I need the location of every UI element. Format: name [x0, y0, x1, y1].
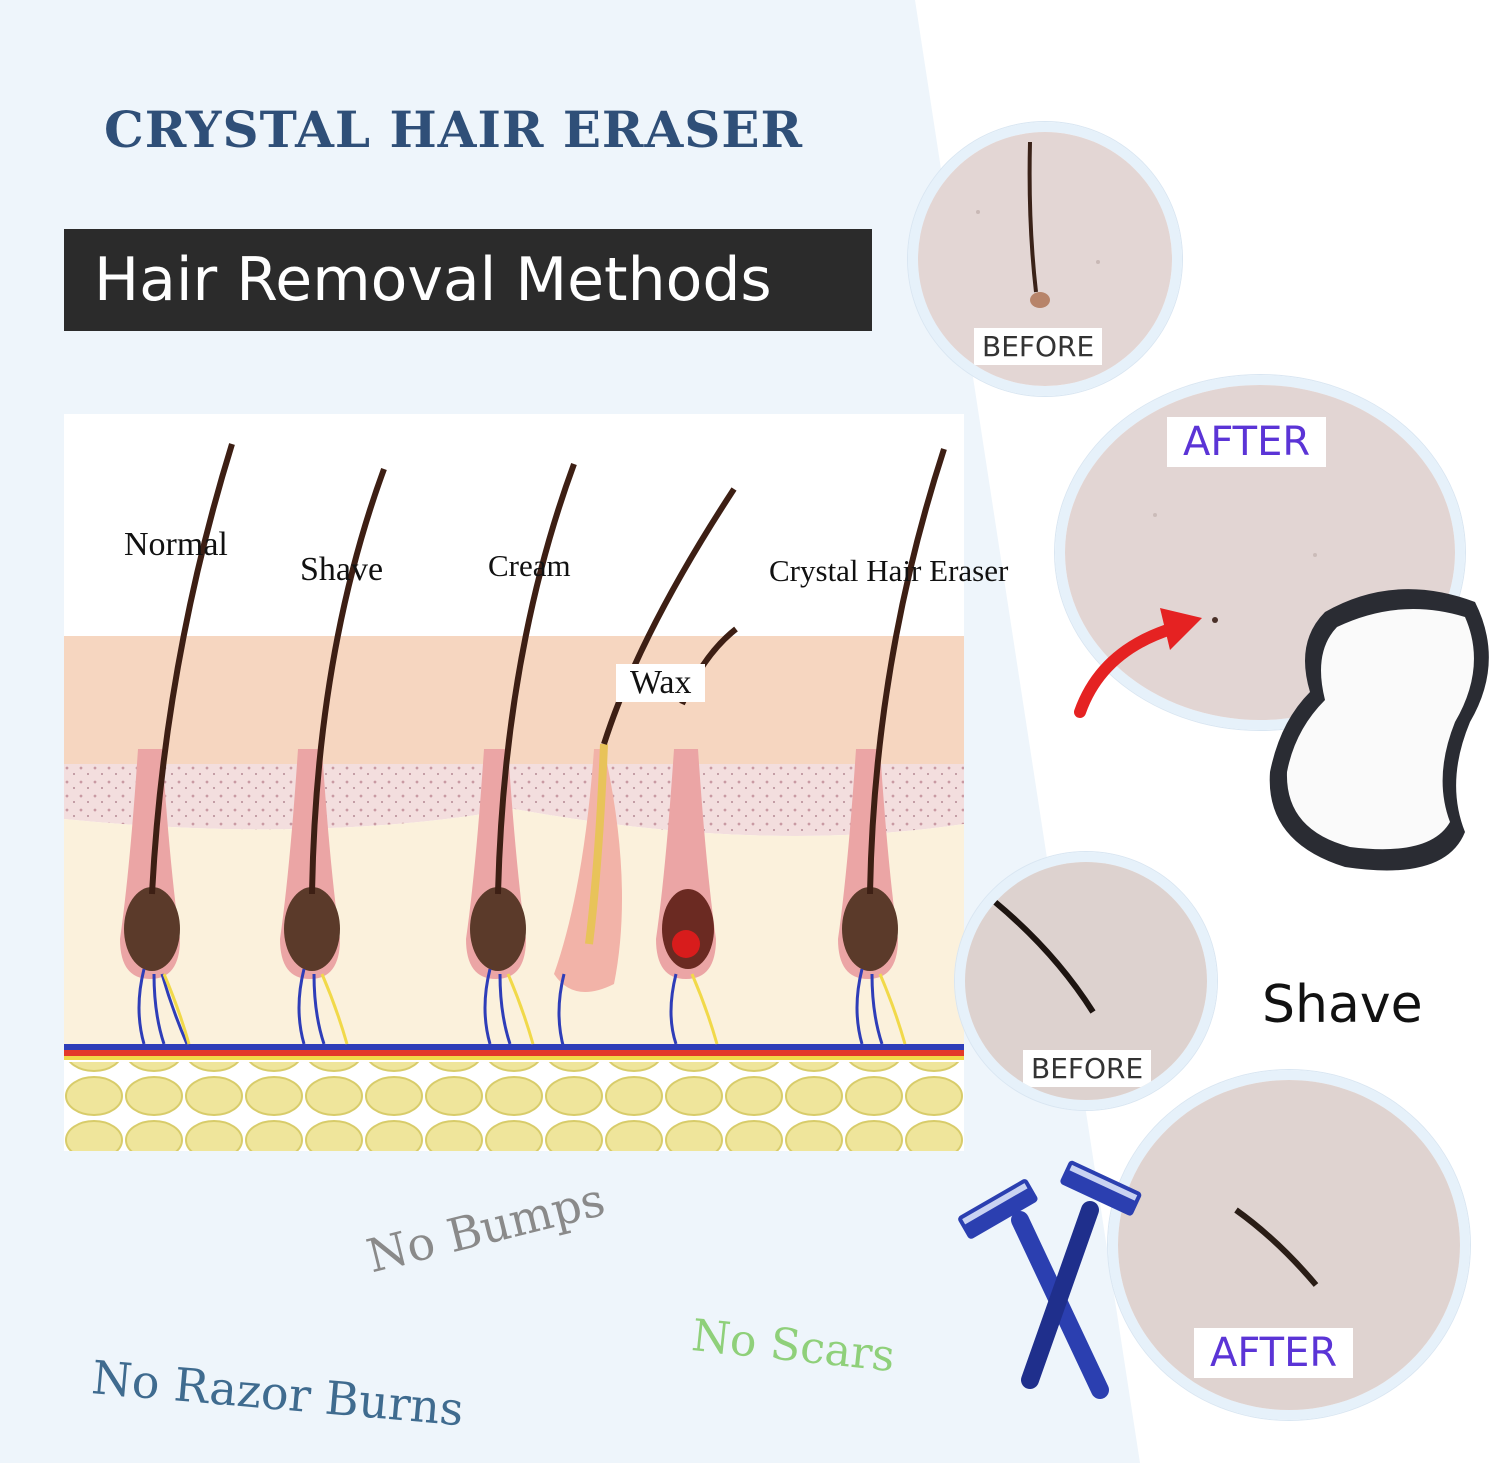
page-title: CRYSTAL HAIR ERASER — [104, 100, 804, 159]
follicle-cream — [466, 462, 577, 1045]
shave-after-photo: AFTER — [1108, 1070, 1470, 1420]
label-cream: Cream — [488, 548, 571, 583]
crystal-eraser-product — [1269, 589, 1489, 871]
skin-layers-illustration — [64, 414, 964, 1151]
follicle-crystal — [838, 448, 947, 1045]
before-tag: BEFORE — [974, 328, 1103, 365]
shave-label: Shave — [1262, 975, 1423, 1035]
shave-before-photo: BEFORE — [955, 852, 1217, 1110]
label-wax: Wax — [616, 664, 706, 702]
label-crystal-hair-eraser: Crystal Hair Eraser — [769, 553, 1009, 588]
label-normal: Normal — [124, 526, 228, 563]
follicle-normal — [120, 443, 235, 1045]
hair-follicle-diagram: Normal Shave Cream Wax Crystal Hair Eras… — [64, 414, 1008, 1151]
razor-icon — [958, 1160, 1142, 1399]
follicle-shave — [280, 467, 387, 1045]
eraser-before-photo: BEFORE — [908, 122, 1182, 396]
after-tag: AFTER — [1167, 417, 1327, 467]
red-arrow-icon — [1074, 608, 1202, 718]
after-tag: AFTER — [1194, 1328, 1354, 1378]
label-shave: Shave — [300, 551, 384, 588]
follicle-wax — [554, 487, 738, 1050]
section-banner: Hair Removal Methods — [64, 229, 872, 331]
